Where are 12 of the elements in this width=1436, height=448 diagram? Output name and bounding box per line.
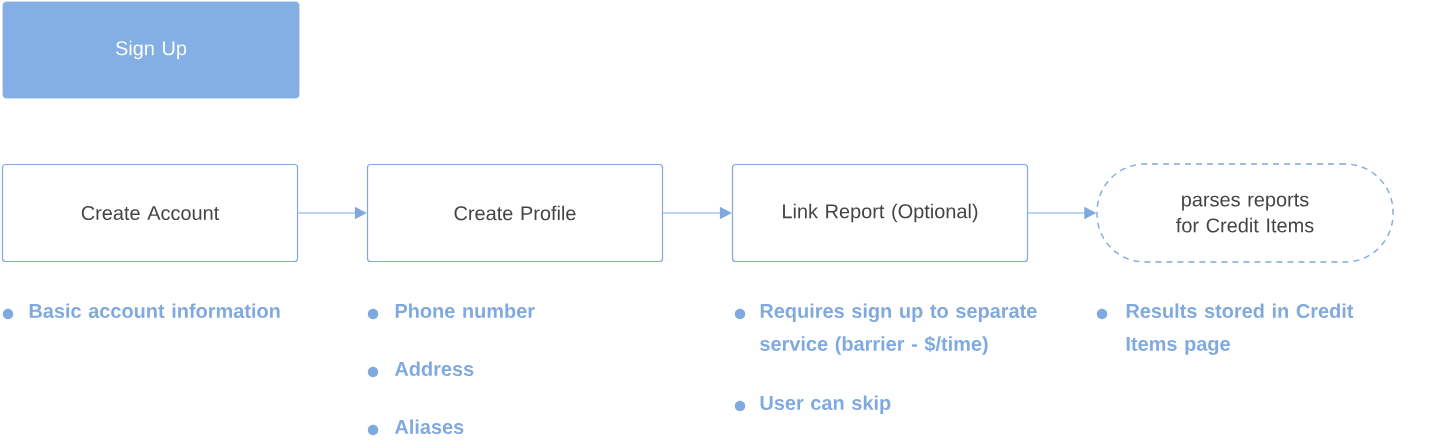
bullet-text: Basic account information xyxy=(29,303,280,318)
bullet-text: Aliases xyxy=(394,419,464,434)
bullet-text: User can skip xyxy=(760,395,891,414)
process-box: Link Report (Optional) xyxy=(731,163,1029,263)
bullet-text: Phone number xyxy=(395,303,535,318)
bullet-text: Requires sign up to separate service (barrier - $/time) xyxy=(760,303,1037,355)
button-box: Sign Up xyxy=(2,1,300,99)
rounded-process-box: parses reports for Credit Items xyxy=(1096,163,1394,263)
process-box: Create Profile xyxy=(366,163,664,263)
bullet-text: Results stored in Credit Items page xyxy=(1126,303,1354,355)
process-box: Create Account xyxy=(1,163,299,263)
bullet-text: Address xyxy=(394,361,474,376)
